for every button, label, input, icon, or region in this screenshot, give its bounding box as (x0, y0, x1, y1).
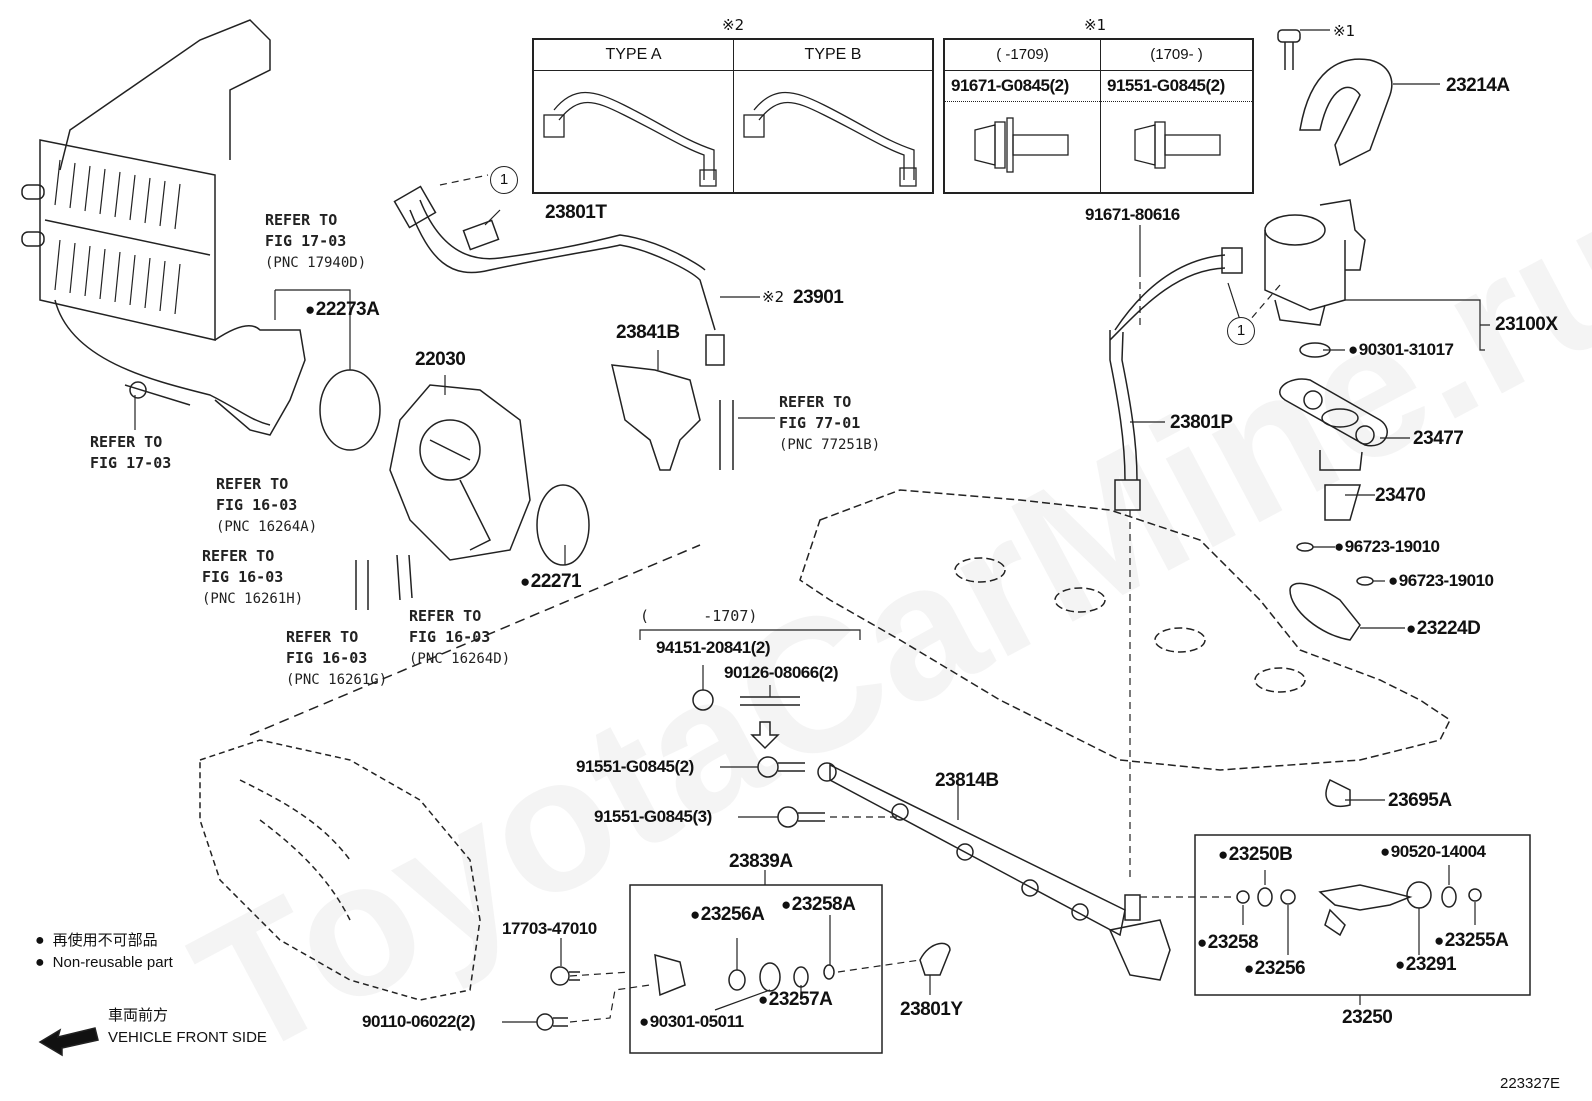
type-pipes-drawing (543, 91, 917, 187)
part-23695A[interactable]: 23695A (1388, 790, 1452, 811)
intercooler-drawing (21, 19, 306, 436)
non-reusable-bullet-icon: ● (35, 954, 45, 971)
vehicle-front-jp: 車両前方 (108, 1007, 169, 1024)
note-mark-1: ※1 (1333, 22, 1356, 40)
box-23250 (1194, 834, 1531, 996)
part-90520-14004[interactable]: 90520-14004 (1380, 843, 1486, 860)
part-91551-G0845-3[interactable]: 91551-G0845(3) (594, 807, 712, 826)
part-23839A[interactable]: 23839A (729, 851, 793, 872)
throttle-body-drawing (389, 384, 531, 561)
part-23801P[interactable]: 23801P (1170, 412, 1233, 433)
part-23250[interactable]: 23250 (1342, 1007, 1393, 1028)
part-22030[interactable]: 22030 (415, 349, 466, 370)
part-23258A[interactable]: 23258A (781, 895, 856, 914)
bolt-table: ( -1709) (1709- ) 91671-G0845(2) 91551-G… (943, 38, 1254, 194)
type-b-header: TYPE B (804, 46, 862, 63)
range-header-before-1709: ( -1709) (996, 46, 1049, 63)
part-23801T[interactable]: 23801T (545, 202, 607, 223)
fuel-rail-drawing (817, 762, 1171, 981)
part-22273A[interactable]: 22273A (305, 300, 380, 319)
fuel-pump-drawing (1264, 199, 1366, 326)
part-17703-47010[interactable]: 17703-47010 (502, 919, 597, 938)
part-23841B[interactable]: 23841B (616, 322, 680, 343)
figure-code: 223327E (1500, 1075, 1561, 1092)
part-23801Y[interactable]: 23801Y (900, 999, 963, 1020)
range-header-after-1709: (1709- ) (1150, 46, 1203, 63)
gasket-22273A-drawing (319, 369, 381, 451)
part-23255A[interactable]: 23255A (1434, 931, 1509, 950)
part-94151-20841[interactable]: 94151-20841(2) (656, 638, 770, 657)
date-range-1707: ( -1707) (640, 607, 758, 625)
refer-fig-16-03-pnc-16264A[interactable]: REFER TO FIG 16-03 (PNC 16264A) (216, 475, 318, 535)
pump-lifter-housing-drawing (1279, 378, 1388, 521)
part-23100X[interactable]: 23100X (1495, 314, 1558, 335)
front-arrow-drawing (38, 1027, 99, 1057)
part-23814B[interactable]: 23814B (935, 770, 999, 791)
box-23839A (629, 884, 883, 1054)
flange-bolts-drawing (974, 117, 1221, 173)
type-a-header: TYPE A (605, 46, 662, 63)
note-mark-2: ※2 (762, 288, 785, 306)
part-91551-G0845-2[interactable]: 91551-G0845(2) (576, 757, 694, 776)
refer-fig-17-03-pnc-17940D[interactable]: REFER TO FIG 17-03 (PNC 17940D) (265, 211, 367, 271)
vehicle-front-en: VEHICLE FRONT SIDE (108, 1029, 267, 1046)
part-23258[interactable]: 23258 (1197, 933, 1259, 952)
legend: ● 再使用不可部品 ● Non-reusable part (35, 930, 173, 974)
refer-fig-16-03-pnc-16261H[interactable]: REFER TO FIG 16-03 (PNC 16261H) (202, 547, 304, 607)
part-23477[interactable]: 23477 (1413, 428, 1464, 449)
refer-fig-17-03[interactable]: REFER TO FIG 17-03 (90, 433, 172, 472)
part-23256A[interactable]: 23256A (690, 905, 765, 924)
part-91551-G0845[interactable]: 91551-G0845(2) (1107, 76, 1225, 95)
part-23901[interactable]: 23901 (793, 287, 844, 308)
arrow-down-drawing (750, 721, 780, 750)
gasket-22271-drawing (536, 484, 590, 566)
part-23256[interactable]: 23256 (1244, 959, 1306, 978)
part-91671-G0845[interactable]: 91671-G0845(2) (951, 76, 1069, 95)
refer-fig-77-01-pnc-77251B[interactable]: REFER TO FIG 77-01 (PNC 77251B) (779, 393, 881, 453)
part-23250B[interactable]: 23250B (1218, 845, 1293, 864)
connection-marker-1: 1 (490, 166, 518, 194)
part-96723-19010[interactable]: 96723-19010 (1334, 538, 1440, 555)
cylinder-head-drawing (799, 489, 1451, 771)
type-table: TYPE A TYPE B (532, 38, 934, 194)
refer-fig-16-03-pnc-16261G[interactable]: REFER TO FIG 16-03 (PNC 16261G) (286, 628, 388, 688)
gasket-23224D-drawing (1289, 582, 1361, 641)
part-23214A[interactable]: 23214A (1446, 75, 1510, 96)
part-90301-31017[interactable]: 90301-31017 (1348, 341, 1454, 358)
legend-non-reusable-jp: 再使用不可部品 (52, 932, 158, 949)
legend-non-reusable-en: Non-reusable part (52, 954, 173, 971)
connection-marker-1: 1 (1227, 317, 1255, 345)
part-23470[interactable]: 23470 (1375, 485, 1426, 506)
part-23257A[interactable]: 23257A (758, 990, 833, 1009)
part-91671-80616[interactable]: 91671-80616 (1085, 205, 1180, 224)
note-mark-2: ※2 (722, 16, 745, 34)
part-90301-05011[interactable]: 90301-05011 (639, 1013, 744, 1030)
refer-fig-16-03-pnc-16264D[interactable]: REFER TO FIG 16-03 (PNC 16264D) (409, 607, 511, 667)
non-reusable-bullet-icon: ● (35, 932, 45, 949)
note-mark-1: ※1 (1084, 16, 1107, 34)
part-23224D[interactable]: 23224D (1406, 619, 1481, 638)
part-96723-19010[interactable]: 96723-19010 (1388, 572, 1494, 589)
intake-manifold-drawing (199, 739, 481, 1001)
vehicle-front-legend: 車両前方 VEHICLE FRONT SIDE (108, 1005, 267, 1049)
part-90126-08066[interactable]: 90126-08066(2) (724, 663, 838, 682)
part-23291[interactable]: 23291 (1395, 955, 1457, 974)
part-90110-06022[interactable]: 90110-06022(2) (362, 1012, 476, 1031)
part-22271[interactable]: 22271 (520, 572, 582, 591)
